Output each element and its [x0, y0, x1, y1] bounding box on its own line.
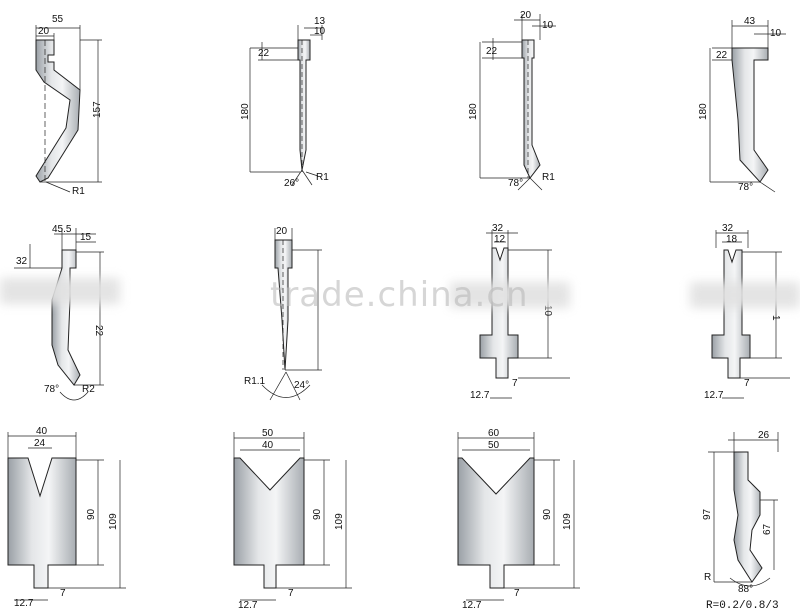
tool-v-die-18 [711, 230, 790, 399]
t10-shank: 12.7 [238, 600, 258, 611]
t2-angle: 26° [284, 178, 299, 189]
tool-radius-punch-88 [708, 432, 779, 587]
t9-shank: 12.7 [14, 598, 34, 609]
t4-height: 180 [698, 103, 709, 120]
tool-acute-punch-24 [261, 228, 322, 401]
t6-radius: R1.1 [244, 376, 266, 387]
t3-c: 22 [486, 46, 498, 57]
t8-tang: 7 [744, 378, 750, 389]
t2-radius: R1 [316, 172, 329, 183]
tool-v-die-12 [479, 230, 570, 399]
t7-v: 12 [494, 234, 506, 245]
tool-offset-punch-78 [709, 20, 786, 193]
tool-gooseneck-punch-78 [14, 228, 104, 401]
t7-width: 32 [492, 223, 504, 234]
blur-band-right [690, 282, 800, 308]
t3-height: 180 [468, 103, 479, 120]
t7-tang: 7 [512, 378, 518, 389]
tool-gooseneck-157 [35, 25, 102, 193]
t4-b: 10 [770, 28, 782, 39]
t10-v: 40 [262, 440, 274, 451]
t11-tang: 7 [514, 588, 520, 599]
t7-shank: 12.7 [470, 390, 490, 401]
t9-v: 24 [34, 438, 46, 449]
watermark: trade.china.cn [270, 275, 529, 315]
blur-band-left [0, 278, 120, 304]
t11-shank: 12.7 [462, 600, 482, 611]
blur-band-mid [450, 282, 570, 308]
tool-v-die-24 [7, 432, 126, 601]
t10-h1: 90 [312, 508, 323, 520]
t9-width: 40 [36, 426, 48, 437]
t12-angle: 88° [738, 584, 753, 595]
tool-v-die-40 [233, 432, 352, 601]
t3-radius: R1 [542, 172, 555, 183]
t11-h2: 109 [562, 513, 573, 530]
t1-height: 157 [92, 101, 103, 118]
t5-radius: R2 [82, 384, 95, 395]
t12-note: R=0.2/0.8/3 [706, 600, 779, 612]
t1-radius: R1 [72, 186, 85, 197]
t5-b: 15 [80, 232, 92, 243]
t4-angle: 78° [738, 182, 753, 193]
t1-width: 55 [52, 14, 64, 25]
tool-straight-punch-78 [479, 14, 556, 191]
t3-a: 20 [520, 10, 532, 21]
t9-h1: 90 [86, 508, 97, 520]
tool-v-die-50 [457, 432, 580, 601]
tool-straight-punch-26 [249, 25, 323, 186]
t5-c: 32 [16, 256, 28, 267]
t2-height: 180 [240, 103, 251, 120]
t7-height: 10 [542, 305, 553, 317]
t5-a: 45.5 [52, 224, 72, 235]
t6-width: 20 [276, 226, 288, 237]
t9-h2: 109 [108, 513, 119, 530]
t8-shank: 12.7 [704, 390, 724, 401]
t11-h1: 90 [542, 508, 553, 520]
t8-width: 32 [722, 223, 734, 234]
t5-height: 22 [93, 325, 104, 337]
t12-h2: 67 [762, 523, 773, 535]
t2-a: 13 [314, 16, 326, 27]
t8-v: 18 [726, 234, 738, 245]
t4-a: 43 [744, 16, 756, 27]
t5-angle: 78° [44, 384, 59, 395]
t3-b: 10 [542, 20, 554, 31]
t10-width: 50 [262, 428, 274, 439]
t11-v: 50 [488, 440, 500, 451]
t4-c: 22 [716, 50, 728, 61]
t9-tang: 7 [60, 588, 66, 599]
t10-tang: 7 [288, 588, 294, 599]
t11-width: 60 [488, 428, 500, 439]
t8-height: 1 [770, 315, 781, 321]
t12-width: 26 [758, 430, 770, 441]
t3-angle: 78° [508, 178, 523, 189]
t10-h2: 109 [334, 513, 345, 530]
t2-b: 10 [314, 26, 326, 37]
t1-tang: 20 [38, 26, 50, 37]
t12-radius: R [704, 572, 711, 583]
t2-c: 22 [258, 48, 270, 59]
t12-h1: 97 [702, 508, 713, 520]
t6-angle: 24° [294, 380, 309, 391]
